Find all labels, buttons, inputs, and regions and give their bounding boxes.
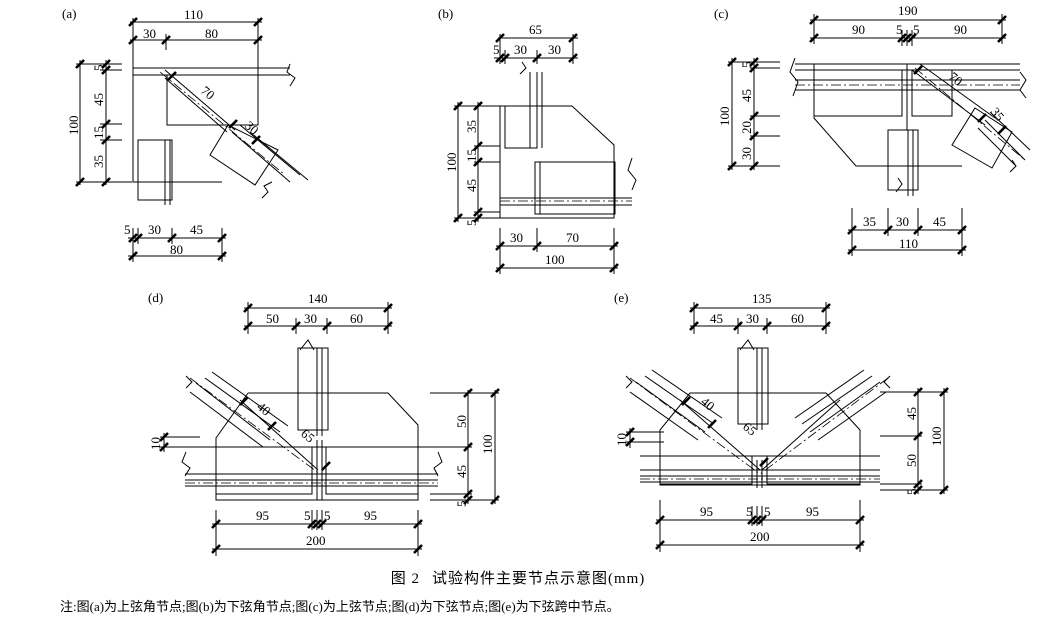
dim-b-bot-2: 70: [566, 230, 579, 245]
dim-e-top-1: 45: [710, 311, 723, 326]
dim-e-bot-1: 95: [700, 504, 713, 519]
dim-c-bot-3: 45: [933, 214, 946, 229]
dim-c-left-2: 45: [739, 89, 754, 102]
dim-a-top-total: 110: [184, 7, 203, 22]
dim-c-diag-2: 35: [988, 104, 1008, 124]
panel-a-label: (a): [62, 6, 76, 21]
dim-c-bot-total: 110: [899, 236, 918, 251]
dim-b-top-1: 5: [493, 42, 500, 57]
dim-d-top-total: 140: [308, 291, 328, 306]
dim-e-bot-total: 200: [750, 529, 770, 544]
dim-e-right-1: 45: [904, 407, 919, 420]
dim-d-diag-2: 65: [298, 426, 318, 446]
figure-title: 试验构件主要节点示意图(mm): [431, 571, 646, 587]
dim-c-left-4: 30: [739, 147, 754, 160]
dim-d-bot-1: 95: [256, 508, 269, 523]
dim-e-left-1: 10: [614, 433, 629, 446]
panel-a: (a) 110 30 80 100 5 45 15 35: [62, 6, 309, 262]
dim-b-bot-total: 100: [545, 252, 565, 267]
dim-b-left-2: 15: [464, 149, 479, 162]
dim-b-top-3: 30: [548, 42, 561, 57]
dim-b-left-3: 45: [464, 179, 479, 192]
dim-d-left-1: 10: [148, 437, 163, 450]
dim-b-top-2: 30: [514, 42, 527, 57]
panel-b: (b) 65 5 30 30 100 35 15 45 5: [438, 6, 637, 274]
dim-e-diag-1: 40: [698, 394, 718, 414]
panel-e: (e) 135 45 30 60: [614, 290, 949, 552]
panel-c-label: (c): [714, 6, 728, 21]
dim-c-top-4: 90: [954, 22, 967, 37]
panel-b-label: (b): [438, 6, 453, 21]
dim-d-bot-2: 5: [304, 508, 311, 523]
dim-c-diag-1: 70: [946, 69, 966, 89]
dim-c-top-1: 90: [852, 22, 865, 37]
dim-b-left-4: 5: [464, 220, 479, 227]
panel-d-label: (d): [148, 290, 163, 305]
dim-a-left-4: 35: [91, 155, 106, 168]
dim-a-bot-3: 45: [190, 222, 203, 237]
panel-d: (d) 140 50 30 60: [148, 290, 500, 556]
dim-e-bot-4: 95: [806, 504, 819, 519]
dim-b-left-total: 100: [444, 153, 459, 173]
dim-d-right-3: 5: [454, 501, 469, 508]
dim-a-bot-1: 5: [124, 222, 131, 237]
dim-c-top-3: 5: [913, 22, 920, 37]
dim-e-bot-3: 5: [764, 504, 771, 519]
dim-a-left-2: 45: [91, 93, 106, 106]
dim-b-top-total: 65: [529, 22, 542, 37]
dim-d-bot-3: 5: [324, 508, 331, 523]
dim-d-right-2: 45: [454, 465, 469, 478]
dim-e-bot-2: 5: [746, 504, 753, 519]
dim-e-top-3: 60: [791, 311, 804, 326]
dim-a-left-3: 15: [91, 126, 106, 139]
dim-d-bot-total: 200: [306, 533, 326, 548]
dim-e-right-total: 100: [929, 427, 944, 447]
panel-c: (c) 190 90 5 5 90 100 5 45 20 30: [714, 3, 1031, 256]
dim-e-right-3: 5: [904, 489, 919, 496]
dim-a-top-1: 30: [143, 26, 156, 41]
dim-e-top-total: 135: [752, 291, 772, 306]
dim-d-right-1: 50: [454, 415, 469, 428]
dim-d-top-3: 60: [350, 311, 363, 326]
dim-b-bot-1: 30: [510, 230, 523, 245]
dim-c-left-total: 100: [717, 107, 732, 127]
figure-caption: 图 2 试验构件主要节点示意图(mm): [0, 567, 1048, 588]
dim-c-bot-2: 30: [896, 214, 909, 229]
dim-c-bot-1: 35: [863, 214, 876, 229]
dim-a-bot-2: 30: [148, 222, 161, 237]
dim-d-bot-4: 95: [364, 508, 377, 523]
dim-b-left-1: 35: [464, 120, 479, 133]
dim-a-diag-1: 70: [198, 83, 218, 103]
dim-a-diag-2: 30: [242, 118, 262, 138]
dim-a-bot-total: 80: [170, 242, 183, 257]
figure-note: 注:图(a)为上弦角节点;图(b)为下弦角节点;图(c)为上弦节点;图(d)为下…: [60, 599, 620, 614]
dim-a-top-2: 80: [205, 26, 218, 41]
dim-c-top-2: 5: [896, 22, 903, 37]
figure-number: 图 2: [390, 571, 420, 587]
dim-a-left-total: 100: [66, 116, 81, 136]
dim-c-left-1: 5: [739, 62, 754, 69]
dim-c-left-3: 20: [739, 121, 754, 134]
panel-e-label: (e): [614, 290, 628, 305]
dim-d-right-total: 100: [480, 435, 495, 455]
dim-c-top-total: 190: [898, 3, 918, 18]
dim-d-top-1: 50: [266, 311, 279, 326]
dim-a-left-1: 5: [91, 65, 106, 72]
dim-e-right-2: 50: [904, 454, 919, 467]
dim-e-top-2: 30: [746, 311, 759, 326]
dim-d-top-2: 30: [304, 311, 317, 326]
